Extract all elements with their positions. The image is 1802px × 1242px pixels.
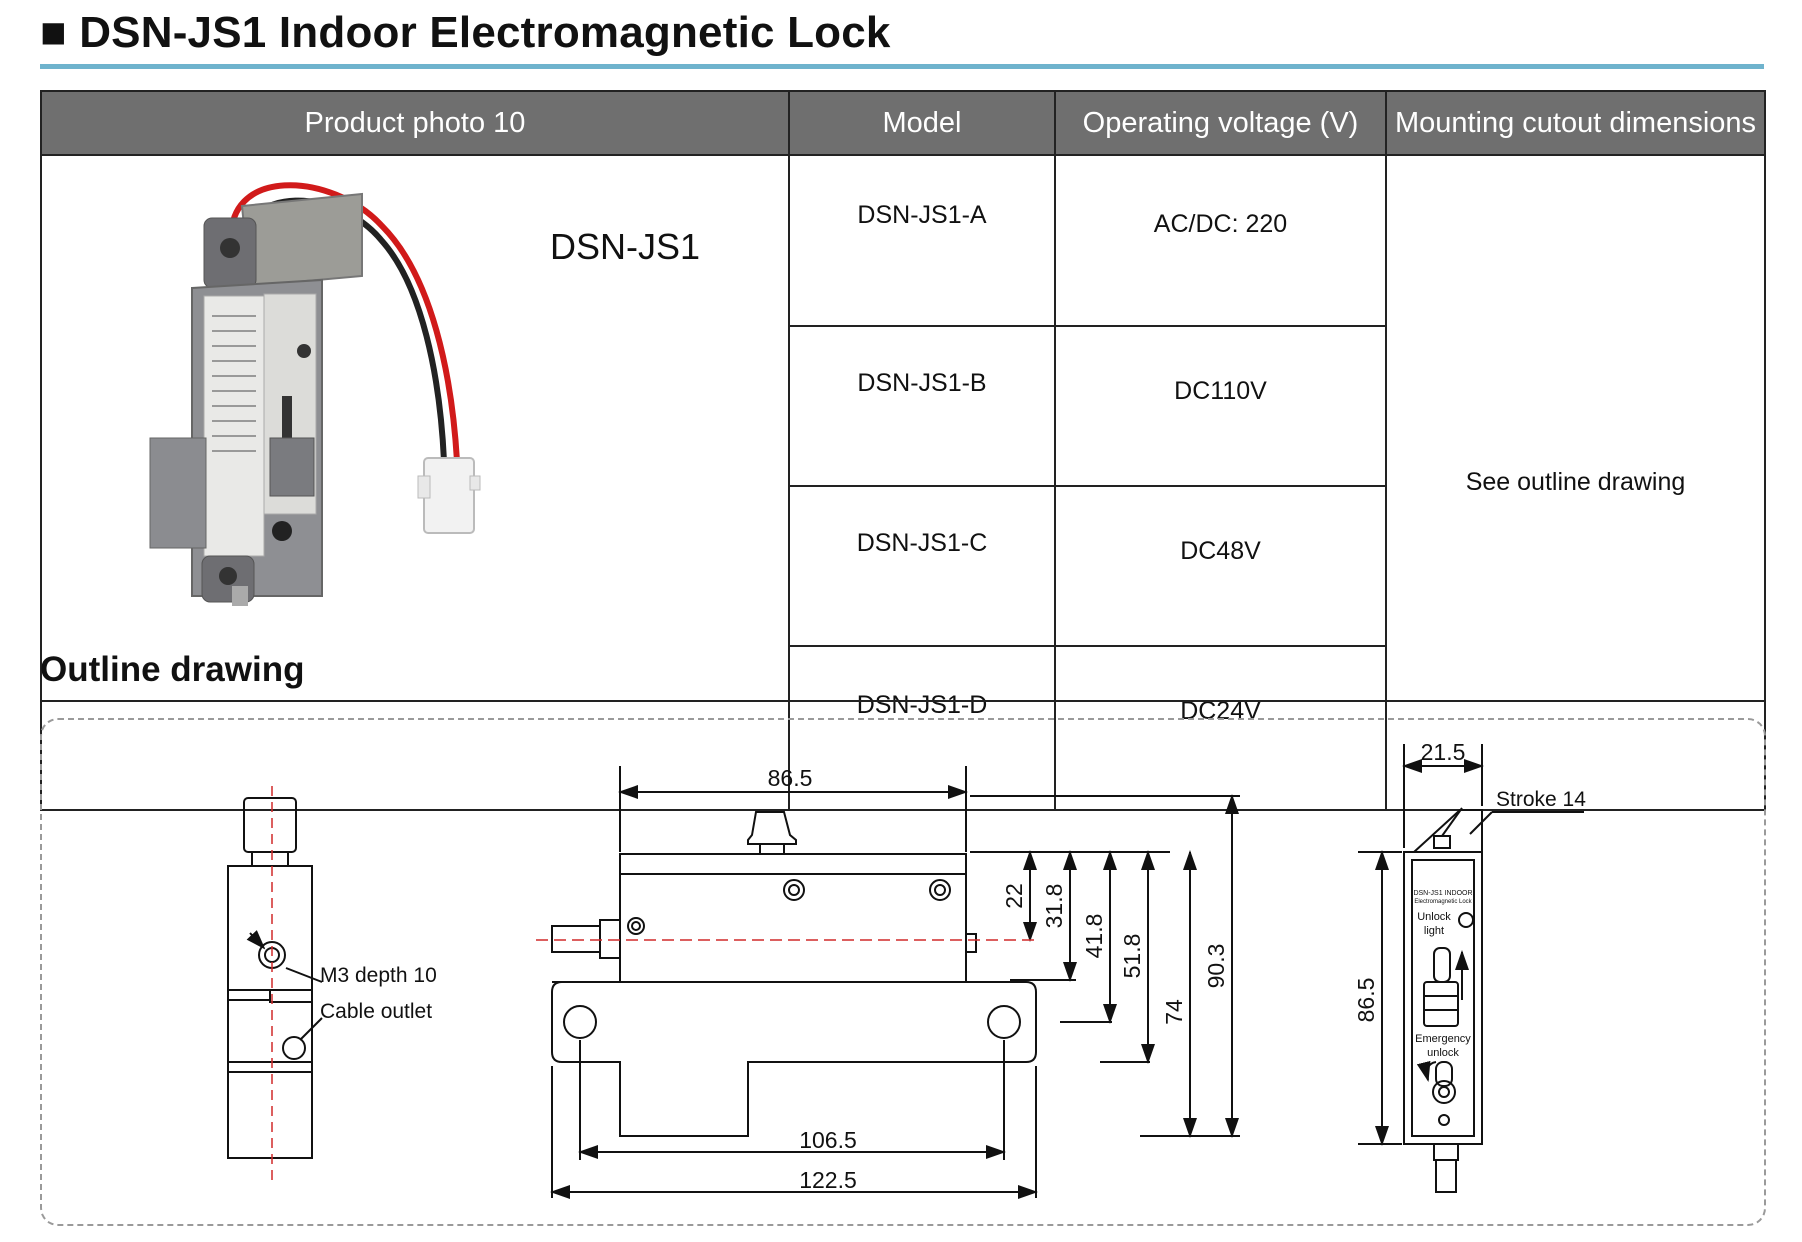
- front-view: [550, 766, 1240, 1199]
- plate-brand: DSN-JS1 INDOOR: [1413, 890, 1472, 897]
- cell-model-c: DSN-JS1-C: [788, 485, 1056, 647]
- label-cable-outlet: Cable outlet: [320, 1000, 432, 1023]
- dim-86-5-top: 86.5: [768, 765, 813, 791]
- cell-voltage-b: DC110V: [1054, 325, 1387, 487]
- product-photo: [149, 182, 481, 606]
- drawing-frame: [40, 718, 1766, 1226]
- dim-51-8: 51.8: [1119, 934, 1145, 979]
- emergency-line1: Emergency: [1415, 1033, 1471, 1045]
- unlock-light-line2: light: [1424, 925, 1444, 937]
- table-row: DSN-JS1-C DC48V: [41, 485, 1765, 647]
- dim-106-5: 106.5: [799, 1127, 857, 1153]
- header-voltage: Operating voltage (V): [1054, 90, 1387, 156]
- end-view: [1358, 744, 1584, 1193]
- dim-21-5: 21.5: [1421, 739, 1466, 765]
- photo-model-label: DSN-JS1: [550, 226, 701, 267]
- label-stroke-14: Stroke 14: [1496, 788, 1586, 811]
- page-title: ■ DSN-JS1 Indoor Electromagnetic Lock: [40, 8, 891, 57]
- cell-voltage-a: AC/DC: 220: [1054, 154, 1387, 327]
- outline-title: Outline drawing: [40, 650, 305, 689]
- header-cutout: Mounting cutout dimensions: [1385, 90, 1766, 156]
- label-m3-depth: M3 depth 10: [320, 964, 437, 987]
- unlock-light-line1: Unlock: [1417, 911, 1451, 923]
- side-view: [227, 797, 323, 1159]
- table-header-row: Product photo 10 Model Operating voltage…: [40, 90, 1766, 156]
- emergency-line2: unlock: [1427, 1047, 1459, 1059]
- header-product-photo: Product photo 10: [40, 90, 790, 156]
- cell-model-d: DSN-JS1-D: [788, 645, 1056, 811]
- cell-model-a: DSN-JS1-A: [788, 154, 1056, 327]
- table-row: DSN-JS1-D DC24V: [41, 645, 1765, 811]
- plate-subtitle: Electromagnetic Lock: [1414, 899, 1472, 905]
- dim-86-5-side: 86.5: [1353, 978, 1379, 1023]
- dim-74: 74: [1161, 999, 1187, 1025]
- cell-voltage-c: DC48V: [1054, 485, 1387, 647]
- cell-model-b: DSN-JS1-B: [788, 325, 1056, 487]
- title-rule: [40, 64, 1764, 69]
- dim-22: 22: [1001, 883, 1027, 909]
- dim-31-8: 31.8: [1041, 884, 1067, 929]
- outline-rule: [40, 700, 1764, 702]
- table-row: DSN-JS1-B DC110V: [41, 325, 1765, 487]
- dim-90-3: 90.3: [1203, 944, 1229, 989]
- header-model: Model: [788, 90, 1056, 156]
- dim-122-5: 122.5: [799, 1167, 857, 1193]
- dim-41-8: 41.8: [1081, 914, 1107, 959]
